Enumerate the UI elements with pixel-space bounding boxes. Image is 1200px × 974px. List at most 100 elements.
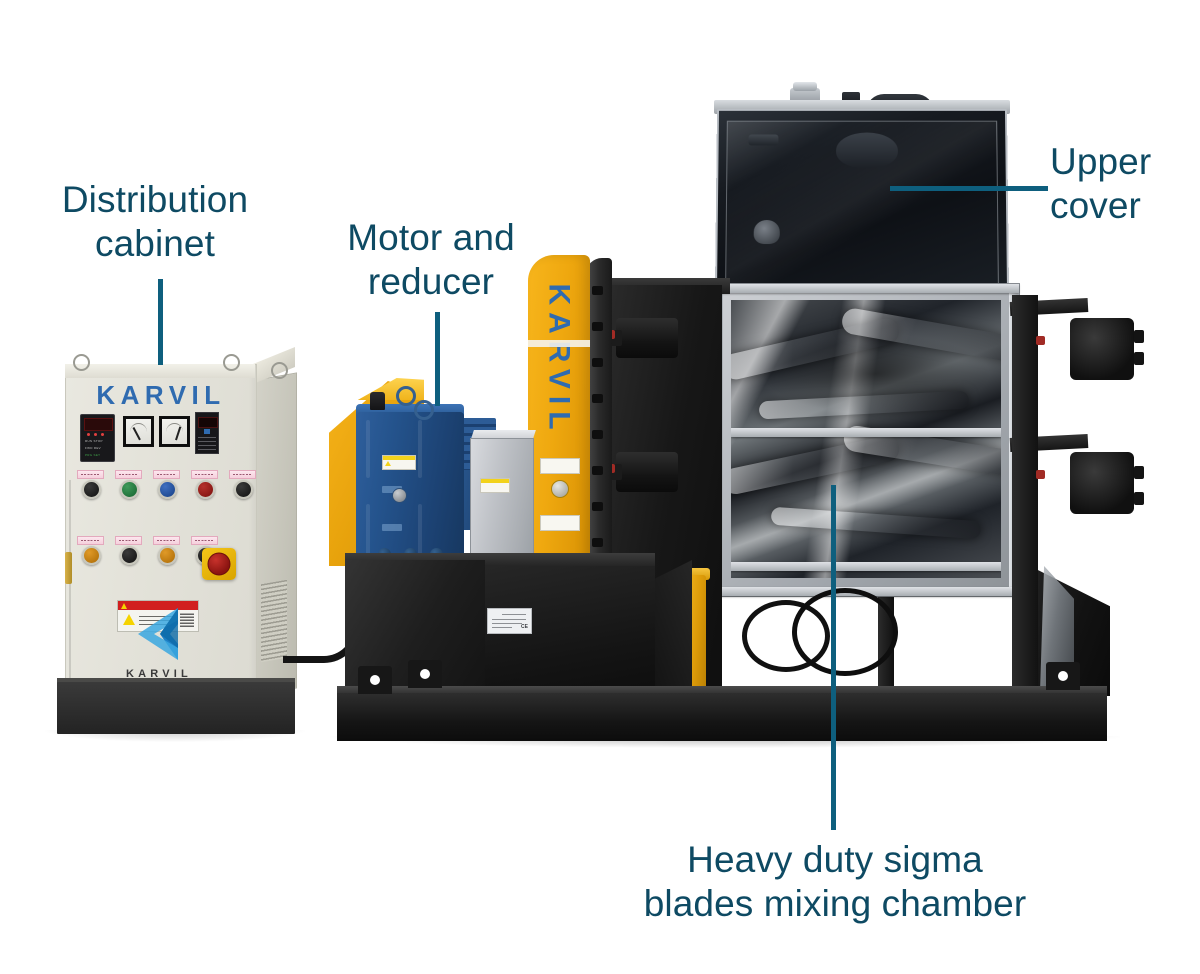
button-label-plate bbox=[229, 470, 256, 479]
flange-bolt bbox=[592, 394, 603, 403]
flange-bolt bbox=[592, 286, 603, 295]
hydraulic-hose bbox=[792, 588, 898, 676]
motor-bed-front bbox=[455, 566, 655, 692]
button-label-plate bbox=[115, 536, 142, 545]
vfd-indicator-icon bbox=[94, 433, 97, 436]
bearing-lug bbox=[1134, 466, 1144, 479]
ammeter-gauge bbox=[123, 416, 154, 447]
gauge-face bbox=[126, 419, 151, 444]
vfd-keypad[interactable]: RUN STOP FWD REV PRG SET bbox=[80, 414, 115, 462]
chamber-bottom-rail bbox=[731, 562, 1001, 571]
leader-line-distribution-cabinet bbox=[158, 279, 163, 365]
gearbox-warning-label bbox=[382, 455, 416, 470]
button-label-plate bbox=[153, 536, 180, 545]
right-vertical-frame bbox=[1012, 295, 1038, 693]
guard-brand-text: KARVIL bbox=[542, 283, 576, 436]
lifting-eye-icon bbox=[73, 354, 90, 371]
coupling-marker-icon bbox=[1036, 470, 1045, 479]
push-button-black[interactable] bbox=[82, 480, 101, 499]
button-label-plate bbox=[115, 470, 142, 479]
leader-line-sigma-mixing-chamber bbox=[831, 485, 836, 830]
bearing-lug bbox=[1134, 492, 1144, 505]
cover-inspection-port bbox=[754, 220, 780, 244]
button-label-plate bbox=[191, 536, 218, 545]
vfd-display bbox=[84, 418, 113, 431]
guard-band bbox=[528, 340, 590, 347]
callout-distribution-cabinet: Distribution cabinet bbox=[32, 178, 278, 265]
base-lifting-lug bbox=[1046, 662, 1080, 690]
sigma-blade bbox=[771, 507, 982, 540]
lifting-eye-icon bbox=[271, 362, 288, 379]
base-lifting-lug bbox=[358, 666, 392, 694]
callout-motor-and-reducer: Motor and reducer bbox=[325, 216, 537, 303]
guard-warning-label bbox=[540, 515, 580, 531]
gearbox-breather-cap bbox=[370, 392, 385, 410]
push-button-orange[interactable] bbox=[82, 546, 101, 565]
push-button-black[interactable] bbox=[234, 480, 253, 499]
drive-shaft-hub bbox=[616, 452, 678, 492]
stainless-guard-box bbox=[470, 438, 534, 570]
chamber-frame-rail-top bbox=[713, 284, 1019, 293]
callout-sigma-mixing-chamber: Heavy duty sigma blades mixing chamber bbox=[600, 838, 1070, 925]
cabinet-brand-text: KARVIL bbox=[71, 380, 251, 411]
bearing-lug bbox=[1134, 352, 1144, 365]
push-button-blue[interactable] bbox=[158, 480, 177, 499]
mixing-chamber-interior bbox=[731, 300, 1001, 578]
bearing-lug bbox=[1134, 330, 1144, 343]
callout-upper-cover: Upper cover bbox=[1050, 140, 1200, 227]
push-button-black[interactable] bbox=[120, 546, 139, 565]
emergency-stop-button[interactable] bbox=[202, 548, 236, 580]
upper-cover[interactable] bbox=[715, 109, 1009, 295]
guard-brand-text-wrap: KARVIL bbox=[528, 255, 590, 465]
lifting-eye-icon bbox=[396, 386, 416, 406]
mixing-chamber bbox=[712, 283, 1020, 597]
coupling-marker-icon bbox=[1036, 336, 1045, 345]
push-button-green[interactable] bbox=[120, 480, 139, 499]
flange-bolt bbox=[592, 358, 603, 367]
lifting-eye-icon bbox=[414, 400, 434, 420]
vfd-indicator-icon bbox=[101, 433, 104, 436]
gearbox-oil-sight-glass bbox=[392, 488, 407, 503]
cover-vent bbox=[748, 135, 778, 146]
button-label-plate bbox=[77, 536, 104, 545]
stainless-guard-warning-label bbox=[480, 478, 510, 493]
drive-shaft-hub bbox=[616, 318, 678, 358]
flange-bolt bbox=[592, 322, 603, 331]
voltmeter-gauge bbox=[159, 416, 190, 447]
guard-warning-label bbox=[540, 458, 580, 474]
cover-dome bbox=[836, 133, 898, 169]
bearing-housing bbox=[1070, 452, 1134, 514]
digital-display bbox=[198, 417, 218, 428]
button-label-plate bbox=[77, 470, 104, 479]
cover-nozzle-cap bbox=[793, 82, 817, 91]
cabinet-door-handle[interactable] bbox=[65, 552, 72, 584]
base-lifting-lug bbox=[408, 660, 442, 688]
vfd-indicator-icon bbox=[87, 433, 90, 436]
gearbox-data-plate bbox=[382, 524, 402, 531]
push-button-red[interactable] bbox=[196, 480, 215, 499]
push-button-orange[interactable] bbox=[158, 546, 177, 565]
leader-line-upper-cover bbox=[890, 186, 1048, 191]
distribution-cabinet: KARVIL RUN STOP FWD REV PRG SET bbox=[55, 352, 295, 742]
bearing-housing bbox=[1070, 318, 1134, 380]
machine-nameplate: CE bbox=[487, 608, 532, 634]
flange-bolt bbox=[592, 466, 603, 475]
chamber-divider-rail bbox=[731, 428, 1001, 437]
gauge-face bbox=[162, 419, 187, 444]
cabinet-plinth bbox=[57, 682, 295, 734]
base-frame bbox=[337, 693, 1107, 741]
button-label-plate bbox=[153, 470, 180, 479]
flange-bolt bbox=[592, 538, 603, 547]
digital-controller[interactable] bbox=[195, 412, 219, 454]
flange-bolt bbox=[592, 502, 603, 511]
lifting-eye-icon bbox=[223, 354, 240, 371]
karvil-chevron-logo-icon bbox=[130, 604, 186, 664]
guard-fastener bbox=[551, 480, 569, 498]
button-label-plate bbox=[191, 470, 218, 479]
leader-line-motor-and-reducer bbox=[435, 312, 440, 406]
digital-button-icon[interactable] bbox=[204, 429, 210, 434]
ce-mark-icon: CE bbox=[521, 624, 528, 630]
flange-bolt bbox=[592, 430, 603, 439]
emergency-stop-knob-icon[interactable] bbox=[208, 553, 231, 576]
